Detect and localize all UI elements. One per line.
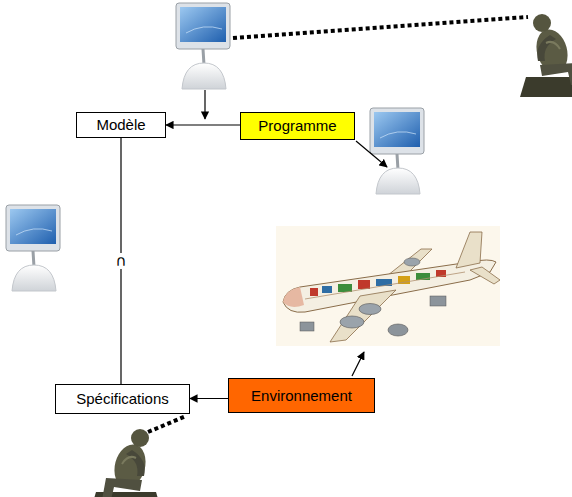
computer-icon bbox=[370, 108, 424, 194]
near-wing bbox=[330, 290, 396, 342]
engine bbox=[340, 316, 364, 328]
box-label: Modèle bbox=[96, 116, 145, 134]
model-box: Modèle bbox=[76, 112, 166, 138]
thinker-statue bbox=[520, 14, 572, 97]
exploded-part bbox=[300, 322, 314, 331]
leader-arrow bbox=[356, 141, 387, 167]
illustration-ground bbox=[276, 226, 500, 346]
cutaway-part bbox=[322, 286, 332, 293]
environment-box: Environnement bbox=[228, 378, 375, 413]
dotted-link bbox=[233, 17, 528, 38]
connector bbox=[190, 398, 228, 399]
cutaway-part bbox=[310, 288, 318, 296]
stabilizer bbox=[470, 267, 500, 284]
computer-icon bbox=[176, 3, 230, 89]
cutaway-part bbox=[338, 284, 352, 292]
computer-icon bbox=[6, 205, 60, 291]
engine bbox=[359, 304, 381, 315]
engine bbox=[404, 258, 420, 266]
thinker-statue bbox=[90, 429, 162, 497]
leader-arrow bbox=[204, 90, 205, 119]
connector bbox=[166, 124, 240, 125]
edge-label: ∩ bbox=[114, 253, 129, 269]
dotted-link bbox=[148, 416, 186, 432]
cockpit bbox=[283, 287, 304, 307]
box-label: Spécifications bbox=[76, 390, 169, 408]
spec-box: Spécifications bbox=[55, 384, 190, 414]
tail-fin bbox=[456, 232, 482, 268]
exploded-engine bbox=[388, 324, 408, 336]
box-label: Programme bbox=[258, 117, 336, 135]
cutaway-part bbox=[358, 280, 370, 289]
program-box: Programme bbox=[240, 112, 355, 140]
leader-arrow bbox=[352, 352, 364, 376]
box-label: Environnement bbox=[251, 387, 352, 405]
exploded-part bbox=[430, 296, 446, 306]
airplane-illustration bbox=[276, 226, 500, 346]
fuselage bbox=[283, 260, 496, 312]
